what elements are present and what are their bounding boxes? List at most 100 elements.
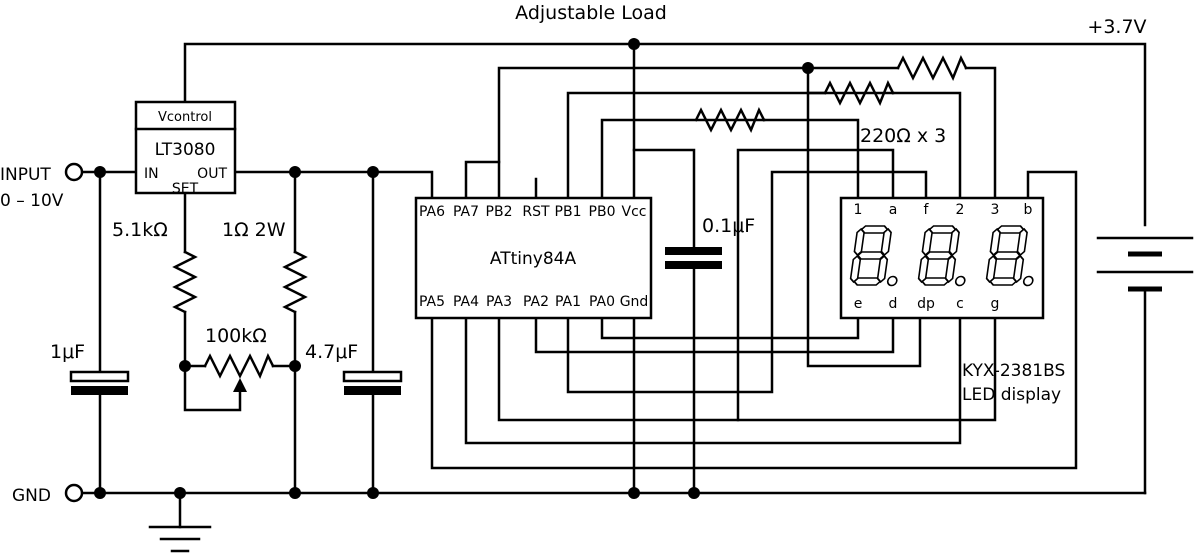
d-wire: [534, 316, 895, 354]
junction-dot: [688, 487, 700, 499]
display-pin-label: 2: [956, 202, 965, 218]
mcu-pin-label: Gnd: [620, 294, 649, 310]
g-wire: [736, 316, 997, 422]
r-220-label: 220Ω x 3: [860, 125, 946, 147]
display-digits: [849, 225, 1034, 287]
junction-dot: [174, 487, 186, 499]
input-range-label: 0 – 10V: [0, 191, 64, 211]
seven-segment-digit: [985, 225, 1034, 287]
e-wire: [600, 316, 860, 340]
regulator-set-label: SET: [172, 181, 199, 197]
junction-dot: [367, 487, 379, 499]
seven-segment-digit: [917, 225, 966, 287]
display-segment: [924, 251, 953, 260]
c3-top-wire: [632, 148, 696, 252]
supply-rail-wire: [183, 42, 1147, 227]
decimal-point: [1022, 275, 1034, 287]
r-5k1-label: 5.1kΩ: [112, 219, 168, 241]
pa7-to-a-wire: [497, 66, 922, 368]
decimal-point: [886, 275, 898, 287]
supply-voltage-label: +3.7V: [1087, 16, 1146, 38]
pot-label: 100kΩ: [205, 325, 267, 347]
regulator-in-label: IN: [144, 166, 159, 182]
input-label: INPUT: [0, 165, 51, 185]
capacitor-4u7f: [342, 370, 403, 395]
mcu-pin-label: PA7: [453, 204, 479, 220]
vcontrol-label: Vcontrol: [158, 110, 212, 125]
junction-dot: [289, 166, 301, 178]
mcu-pin-label: PA5: [419, 294, 445, 310]
c-4u7-label: 4.7μF: [305, 341, 358, 363]
resistor-220-1: [896, 54, 968, 82]
mcu-pin-label: PA3: [486, 294, 512, 310]
resistor-220-2: [823, 79, 895, 107]
display-pin-label: e: [854, 296, 863, 312]
mcu-pin-label: PB1: [555, 204, 582, 220]
capacitor-1uf: [69, 370, 130, 395]
lt3080-regulator: Vcontrol LT3080 IN OUT SET: [134, 100, 237, 197]
r2-to-digit1-wire: [762, 118, 860, 200]
pot-wiper-wire: [183, 364, 242, 412]
mcu-pin-label: PB0: [589, 204, 616, 220]
ground-symbol: [148, 525, 212, 553]
display-pin-label: c: [956, 296, 964, 312]
r3-to-digit2-wire: [891, 91, 962, 200]
display-pin-label: b: [1024, 202, 1033, 218]
output-line-wire: [232, 170, 434, 200]
mcu-pin-label: PA1: [555, 294, 581, 310]
display-pin-label: 1: [854, 202, 863, 218]
mcu-name: ATtiny84A: [490, 249, 577, 269]
pa7-wire: [464, 160, 501, 200]
r-1ohm-label: 1Ω 2W: [222, 219, 286, 241]
regulator-name: LT3080: [155, 140, 216, 160]
junction-dot: [628, 38, 640, 50]
display-pin-label: f: [924, 202, 930, 218]
display-model-label: KYX-2381BS: [962, 361, 1065, 381]
display-desc-label: LED display: [962, 385, 1061, 405]
gnd-label: GND: [12, 486, 51, 506]
junction-dot: [94, 487, 106, 499]
display-segment: [856, 251, 885, 260]
junction-dot: [289, 487, 301, 499]
seven-segment-digit: [849, 225, 898, 287]
adjustable-load-label: Adjustable Load: [515, 2, 667, 24]
display-top-pins: 1 a f 2 3 b: [854, 202, 1033, 218]
a-wire: [497, 148, 895, 422]
resistor-1ohm: [282, 250, 308, 314]
junctions: [94, 38, 814, 499]
display-pin-label: dp: [917, 296, 935, 312]
junction-dot: [628, 487, 640, 499]
c-1uf-label: 1μF: [50, 341, 85, 363]
mcu-pin-label: PA4: [453, 294, 479, 310]
resistor-5k1: [172, 250, 198, 314]
mcu-pin-label: PA2: [523, 294, 549, 310]
regulator-out-label: OUT: [197, 166, 227, 182]
mcu-pin-label: PA0: [589, 294, 615, 310]
display-segment: [992, 251, 1021, 260]
mcu-bottom-pins: PA5 PA4 PA3 PA2 PA1 PA0 Gnd: [419, 294, 648, 310]
capacitor-0u1f: [665, 247, 722, 269]
mcu-pin-label: Vcc: [622, 204, 647, 220]
resistor-220-3: [694, 106, 766, 134]
c-0u1-label: 0.1μF: [702, 215, 755, 237]
junction-dot: [802, 62, 814, 74]
pb0-to-r2-wire: [600, 118, 766, 200]
mcu-pin-label: RST: [522, 204, 550, 220]
b-wire: [430, 170, 1078, 470]
display-pin-label: 3: [991, 202, 1000, 218]
wires: [80, 42, 1147, 529]
junction-dot: [94, 166, 106, 178]
junction-dot: [367, 166, 379, 178]
pb1-to-r3-wire: [566, 91, 895, 200]
input-terminal: [64, 162, 84, 182]
c-wire: [464, 316, 962, 445]
display-pin-label: g: [991, 296, 1000, 312]
potentiometer-100k: [183, 352, 297, 392]
r1-to-digit3-wire: [964, 66, 997, 200]
gnd-terminal: [64, 483, 84, 503]
display-pin-label: a: [889, 202, 898, 218]
